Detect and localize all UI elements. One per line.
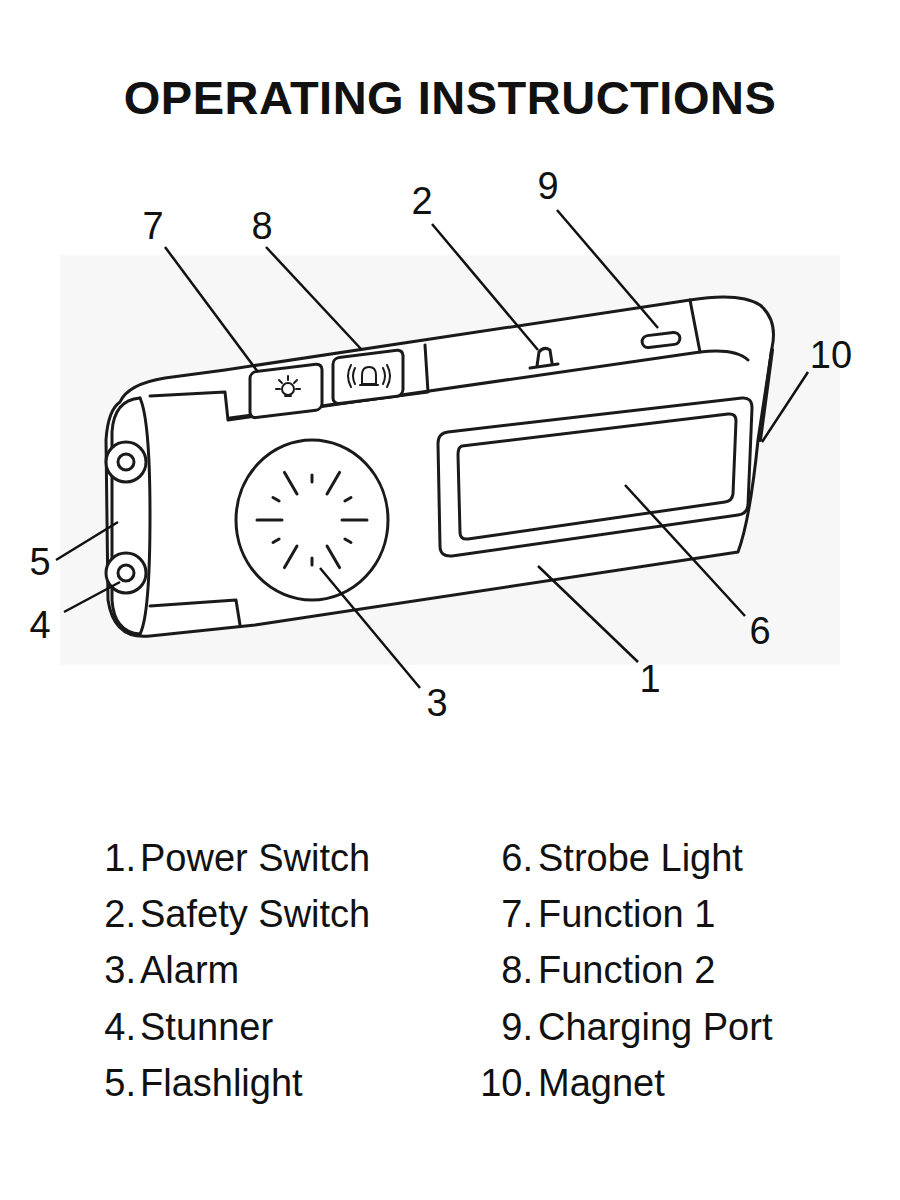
device-body xyxy=(106,297,774,636)
flashlight-lens xyxy=(106,442,146,482)
alarm-icon xyxy=(348,365,390,387)
strobe-lens xyxy=(458,414,736,539)
leader-line xyxy=(625,485,745,616)
part-name: Magnet xyxy=(538,1064,665,1102)
leader-lines xyxy=(56,210,808,688)
part-name: Function 1 xyxy=(538,895,715,933)
callout-number: 9 xyxy=(537,167,558,205)
leader-line xyxy=(557,210,658,328)
leader-line xyxy=(266,247,362,350)
photo-backdrop xyxy=(60,255,840,665)
part-name: Safety Switch xyxy=(140,895,370,933)
dial-ticks xyxy=(257,472,367,567)
list-number: 4. xyxy=(104,1008,136,1046)
callout-number: 3 xyxy=(426,684,447,722)
leader-line xyxy=(56,522,118,560)
leader-line xyxy=(538,566,638,662)
charging-port xyxy=(641,332,680,349)
flashlight-emitter xyxy=(118,454,134,470)
callout-number: 1 xyxy=(639,660,660,698)
alarm-dial xyxy=(236,440,388,600)
stunner-electrode xyxy=(118,565,134,581)
list-number: 6. xyxy=(501,839,533,877)
part-name: Strobe Light xyxy=(538,839,743,877)
front-face-edge xyxy=(140,398,150,634)
callout-number: 5 xyxy=(29,543,50,581)
list-number: 10. xyxy=(480,1064,533,1102)
callout-number: 6 xyxy=(749,612,770,650)
leader-line xyxy=(432,224,538,350)
list-number: 2. xyxy=(104,895,136,933)
leader-line xyxy=(64,582,120,612)
page-title: OPERATING INSTRUCTIONS xyxy=(124,74,776,121)
callout-number: 7 xyxy=(142,207,163,245)
part-name: Alarm xyxy=(140,951,239,989)
light-icon xyxy=(276,376,300,396)
button-panel xyxy=(230,345,428,418)
callout-number: 4 xyxy=(29,606,50,644)
callout-number: 8 xyxy=(251,207,272,245)
function-button xyxy=(333,350,403,405)
strobe-window xyxy=(438,398,752,556)
part-name: Power Switch xyxy=(140,839,370,877)
part-name: Charging Port xyxy=(538,1008,772,1046)
rear-edge xyxy=(690,300,700,352)
switch-slot xyxy=(530,364,558,368)
callout-number: 10 xyxy=(810,336,852,374)
list-number: 5. xyxy=(104,1064,136,1102)
leader-line xyxy=(165,247,258,372)
list-number: 7. xyxy=(501,895,533,933)
bottom-edge xyxy=(150,600,240,625)
callout-number: 2 xyxy=(411,182,432,220)
list-number: 1. xyxy=(104,839,136,877)
function-button xyxy=(250,363,322,418)
list-number: 3. xyxy=(104,951,136,989)
list-number: 8. xyxy=(501,951,533,989)
list-number: 9. xyxy=(501,1008,533,1046)
leader-line xyxy=(320,568,420,688)
part-name: Function 2 xyxy=(538,951,715,989)
magnet-edge xyxy=(760,350,772,440)
leader-line xyxy=(762,372,808,442)
part-name: Flashlight xyxy=(140,1064,303,1102)
part-name: Stunner xyxy=(140,1008,273,1046)
front-face xyxy=(112,398,140,634)
safety-switch xyxy=(537,348,552,366)
